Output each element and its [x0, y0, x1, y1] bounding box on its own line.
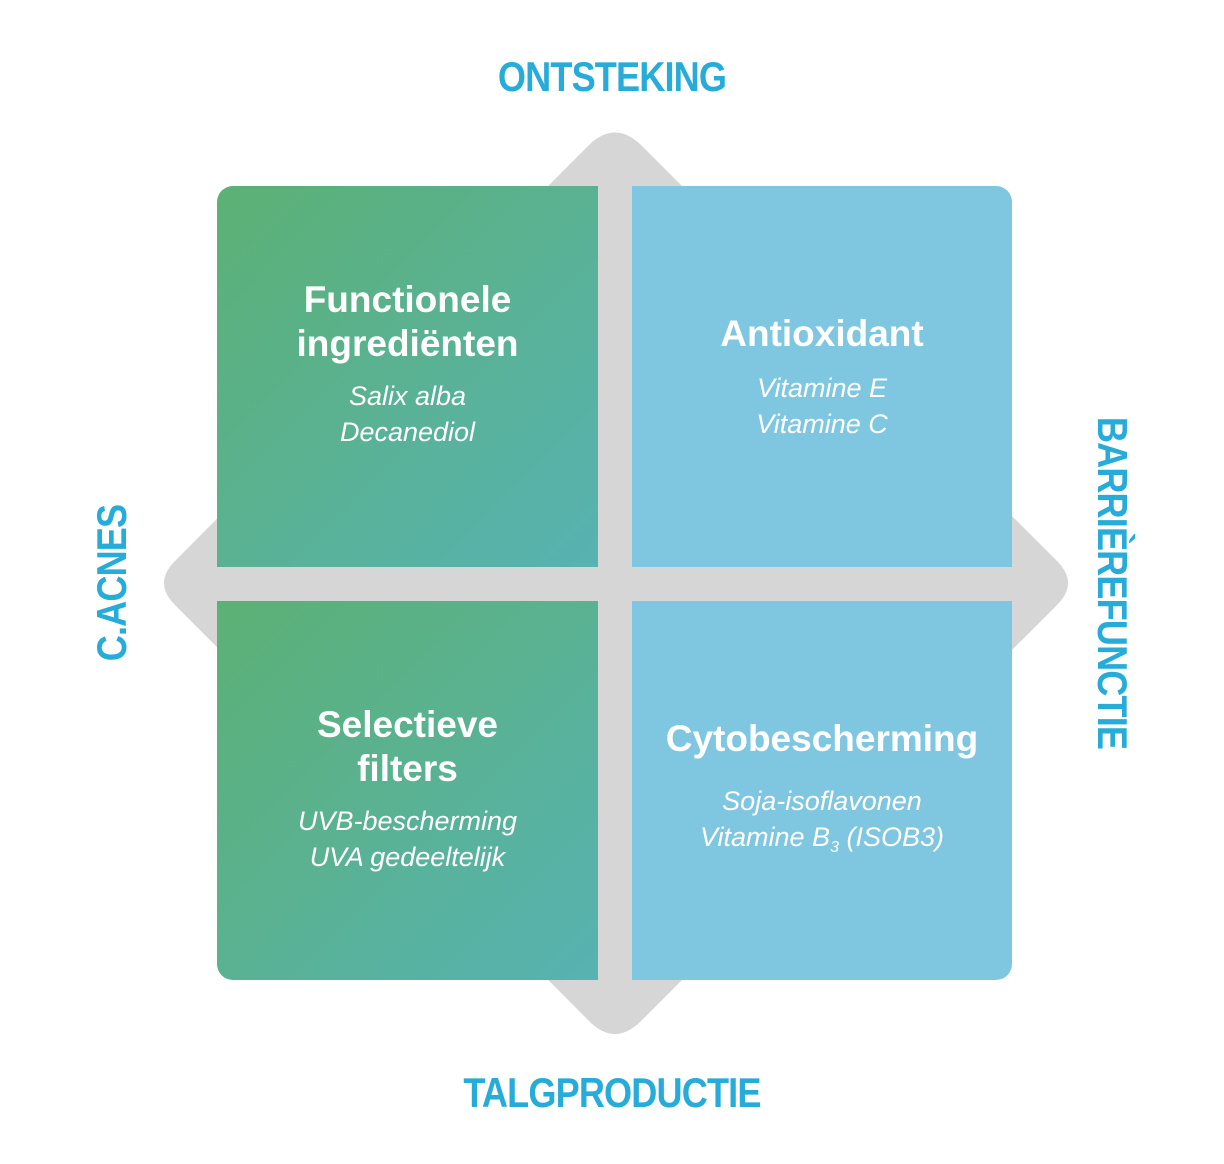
quadrant-title: Functionele ingrediënten	[296, 278, 518, 366]
vitamin-suffix: (ISOB3)	[846, 822, 945, 852]
quadrant-antioxidant: Antioxidant Vitamine E Vitamine C	[632, 186, 1012, 567]
quadrant-item: Salix alba	[348, 381, 467, 411]
quadrant-title: Antioxidant	[720, 313, 924, 354]
quadrant-title: Cytobescherming	[665, 718, 979, 759]
quadrant-functional-ingredients: Functionele ingrediënten Salix alba Deca…	[217, 186, 598, 567]
axis-label-right: BARRIÈREFUNCTIE	[1089, 416, 1136, 750]
vitamin-subscript: 3	[830, 839, 839, 856]
quadrant-cytoprotection: Cytobescherming Soja-isoflavonen Vitamin…	[632, 601, 1012, 980]
quadrant-title-line: filters	[357, 748, 458, 789]
quadrant-item: UVA gedeeltelijk	[309, 842, 506, 872]
quadrant-items: UVB-bescherming UVA gedeeltelijk	[298, 803, 517, 875]
quadrant-selective-filters: Selectieve filters UVB-bescherming UVA g…	[217, 601, 598, 980]
quadrant-items: Soja-isoflavonen Vitamine B3 (ISOB3)	[700, 783, 944, 866]
quadrant-item: Soja-isoflavonen	[722, 786, 922, 816]
quadrant-item: Vitamine E	[756, 373, 888, 403]
axis-label-left: C.ACNES	[88, 504, 135, 662]
quadrant-items: Vitamine E Vitamine C	[756, 370, 888, 442]
quadrant-items: Salix alba Decanediol	[340, 378, 475, 450]
quadrant-item-vitamin: Vitamine B3 (ISOB3)	[700, 819, 944, 866]
quadrant-title-line: Functionele	[303, 279, 512, 320]
axis-label-top: ONTSTEKING	[497, 53, 727, 100]
quadrant-title-line: Selectieve	[316, 704, 499, 745]
quadrant-item: UVB-bescherming	[297, 806, 518, 836]
axis-label-bottom: TALGPRODUCTIE	[463, 1069, 761, 1116]
vitamin-prefix: Vitamine B	[699, 822, 831, 852]
quadrant-title: Selectieve filters	[317, 703, 498, 791]
quadrant-item: Decanediol	[339, 417, 476, 447]
quadrant-title-line: ingrediënten	[296, 323, 519, 364]
quadrant-item: Vitamine C	[756, 409, 888, 439]
